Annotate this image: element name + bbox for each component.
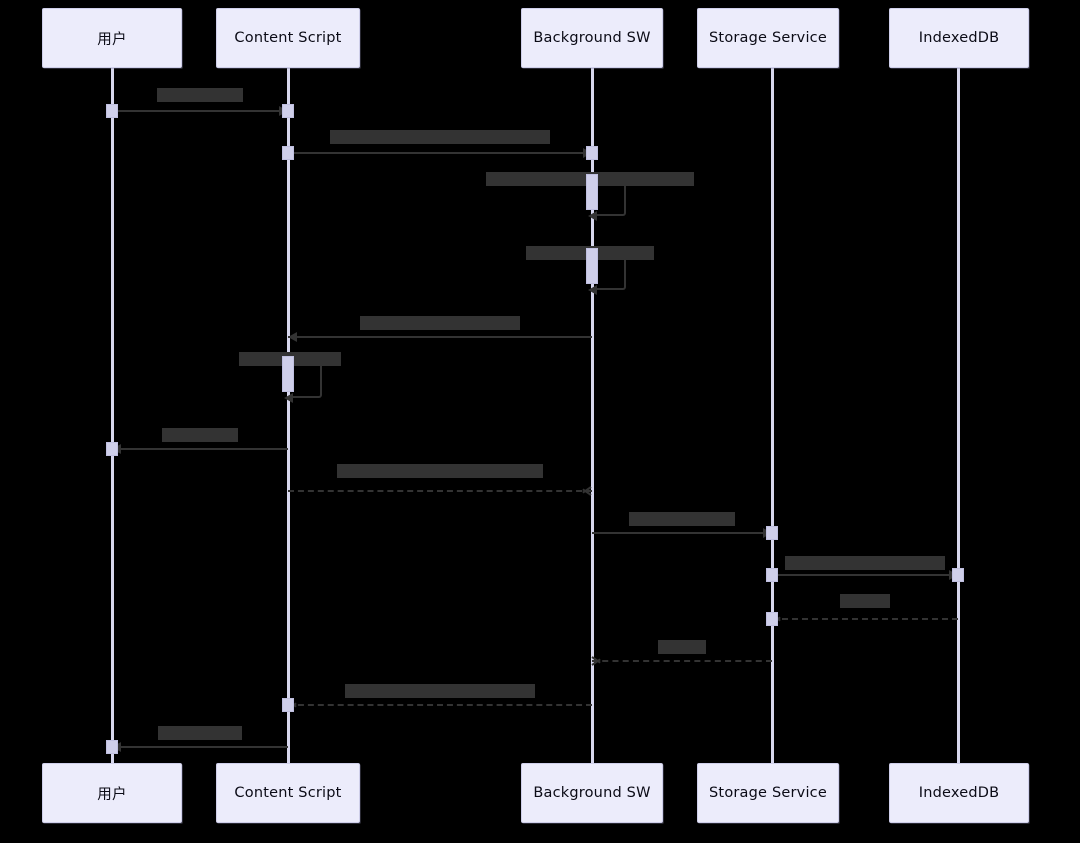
lifeline-idb xyxy=(957,68,960,763)
activation-bar-content xyxy=(282,698,294,712)
message-line-12 xyxy=(592,660,772,662)
message-line-10 xyxy=(772,574,958,576)
participant-label: Background SW xyxy=(533,785,651,801)
message-label-10 xyxy=(785,556,945,570)
participant-content-top[interactable]: Content Script xyxy=(216,8,360,68)
message-label-14 xyxy=(158,726,242,740)
activation-bar-user xyxy=(106,442,118,456)
lifeline-content xyxy=(287,68,290,763)
participant-bgsw-bottom[interactable]: Background SW xyxy=(521,763,663,823)
message-line-1 xyxy=(112,110,288,112)
lifeline-bgsw xyxy=(591,68,594,763)
arrowhead-open-left xyxy=(592,656,601,666)
arrowhead-open-right xyxy=(582,486,591,496)
lifeline-user xyxy=(111,68,114,763)
activation-bar-storage xyxy=(766,526,778,540)
activation-bar-content xyxy=(282,146,294,160)
message-label-11 xyxy=(840,594,890,608)
participant-label: Storage Service xyxy=(709,785,827,801)
message-label-1 xyxy=(157,88,243,102)
activation-bar-content xyxy=(282,356,294,392)
participant-label: IndexedDB xyxy=(918,30,1000,46)
message-label-8 xyxy=(337,464,543,478)
activation-bar-content xyxy=(282,104,294,118)
participant-label: 用户 xyxy=(97,31,127,48)
message-line-2 xyxy=(288,152,592,154)
participant-label: Content Script xyxy=(234,30,342,46)
message-label-13 xyxy=(345,684,535,698)
participant-label: 用户 xyxy=(97,786,127,803)
arrowhead-left xyxy=(588,211,597,221)
activation-bar-storage xyxy=(766,612,778,626)
message-label-7 xyxy=(162,428,238,442)
message-line-11 xyxy=(772,618,958,620)
activation-bar-bgsw xyxy=(586,174,598,210)
message-line-5 xyxy=(288,336,592,338)
message-label-9 xyxy=(629,512,735,526)
activation-bar-bgsw xyxy=(586,248,598,284)
participant-label: Storage Service xyxy=(709,30,827,46)
participant-label: Content Script xyxy=(234,785,342,801)
arrowhead-left xyxy=(288,332,297,342)
lifeline-storage xyxy=(771,68,774,763)
participant-idb-top[interactable]: IndexedDB xyxy=(889,8,1029,68)
message-line-14 xyxy=(112,746,288,748)
activation-bar-storage xyxy=(766,568,778,582)
participant-label: IndexedDB xyxy=(918,785,1000,801)
activation-bar-user xyxy=(106,104,118,118)
message-line-7 xyxy=(112,448,288,450)
participant-label: Background SW xyxy=(533,30,651,46)
participant-user-bottom[interactable]: 用户 xyxy=(42,763,182,823)
participant-storage-bottom[interactable]: Storage Service xyxy=(697,763,839,823)
participant-bgsw-top[interactable]: Background SW xyxy=(521,8,663,68)
arrowhead-left xyxy=(284,393,293,403)
participant-content-bottom[interactable]: Content Script xyxy=(216,763,360,823)
activation-bar-idb xyxy=(952,568,964,582)
participant-user-top[interactable]: 用户 xyxy=(42,8,182,68)
message-line-13 xyxy=(288,704,592,706)
activation-bar-user xyxy=(106,740,118,754)
message-line-8 xyxy=(288,490,592,492)
participant-storage-top[interactable]: Storage Service xyxy=(697,8,839,68)
message-label-5 xyxy=(360,316,520,330)
message-label-12 xyxy=(658,640,706,654)
activation-bar-bgsw xyxy=(586,146,598,160)
arrowhead-left xyxy=(588,285,597,295)
message-label-2 xyxy=(330,130,550,144)
participant-idb-bottom[interactable]: IndexedDB xyxy=(889,763,1029,823)
message-line-9 xyxy=(592,532,772,534)
